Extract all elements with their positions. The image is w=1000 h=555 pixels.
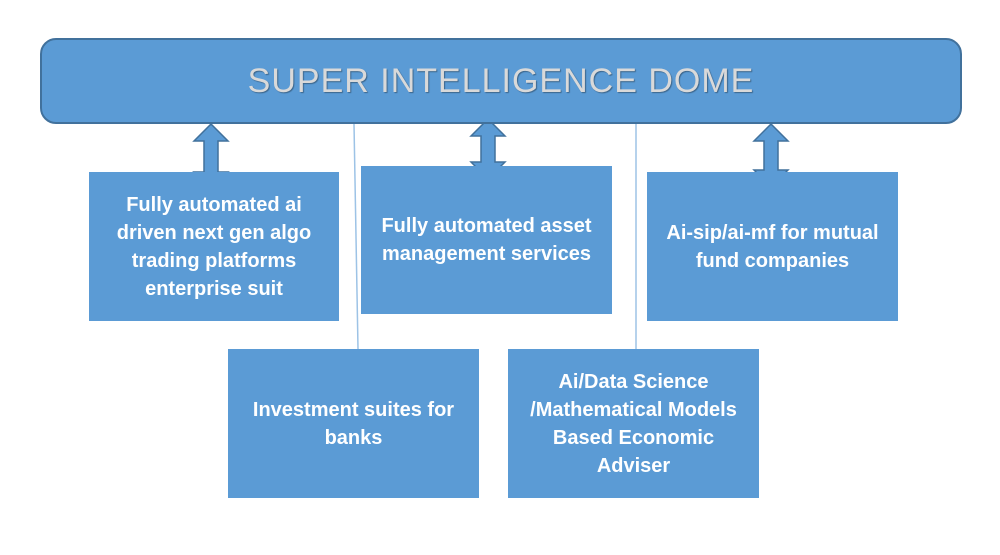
box-algo-trading: Fully automated ai driven next gen algo … <box>89 172 339 321</box>
box-investment-suites-label: Investment suites for banks <box>252 398 455 449</box>
box-asset-management: Fully automated asset management service… <box>361 166 612 314</box>
box-algo-trading-label: Fully automated ai driven next gen algo … <box>116 193 312 300</box>
box-investment-suites: Investment suites for banks <box>228 349 479 498</box>
box-economic-adviser: Ai/Data Science /Mathematical Models Bas… <box>508 349 759 498</box>
box-economic-adviser-label: Ai/Data Science /Mathematical Models Bas… <box>530 370 737 477</box>
box-ai-sip: Ai-sip/ai-mf for mutual fund companies <box>647 172 898 321</box>
box-ai-sip-label: Ai-sip/ai-mf for mutual fund companies <box>666 221 879 272</box>
box-asset-management-label: Fully automated asset management service… <box>381 215 592 265</box>
super-intelligence-dome: SUPER INTELLIGENCE DOME <box>40 38 962 124</box>
connector-line-investment <box>353 123 359 350</box>
dome-title: SUPER INTELLIGENCE DOME <box>247 61 755 100</box>
